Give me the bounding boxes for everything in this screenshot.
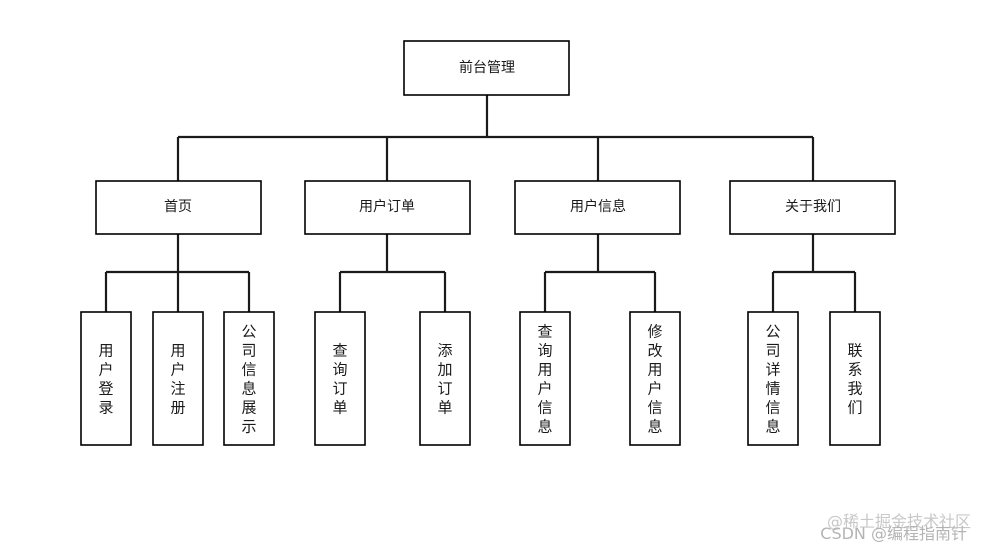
watermark-csdn: CSDN @编程指南针: [820, 524, 967, 543]
section-node-3: 关于我们: [729, 180, 896, 235]
section-node-1-label: 用户订单: [359, 198, 415, 215]
root-node: 前台管理: [403, 40, 570, 96]
leaf-node-1-0-box: [314, 311, 366, 446]
section-node-2: 用户信息: [514, 180, 681, 235]
section-node-1: 用户订单: [304, 180, 471, 235]
leaf-node-2-0: 查询用户信息: [519, 311, 571, 446]
leaf-node-0-0-box: [80, 311, 132, 446]
leaf-node-2-1: 修改用户信息: [629, 311, 681, 446]
leaf-node-1-0: 查询订单: [314, 311, 366, 446]
section-node-0: 首页: [95, 180, 262, 235]
leaf-node-0-1-label: 用户注册: [170, 342, 185, 417]
root-node-label: 前台管理: [459, 59, 515, 76]
leaf-node-1-1-label: 添加订单: [437, 342, 452, 417]
leaf-node-3-0: 公司详情信息: [747, 311, 799, 446]
leaf-node-0-2-label: 公司信息展示: [241, 323, 256, 436]
leaf-node-3-0-label: 公司详情信息: [765, 323, 780, 436]
leaf-node-0-2-box: [223, 311, 275, 446]
leaf-node-3-1-box: [829, 311, 881, 446]
leaf-node-2-1-label: 修改用户信息: [647, 323, 662, 436]
section-node-2-box: [514, 180, 681, 235]
section-node-1-box: [304, 180, 471, 235]
leaf-node-0-1: 用户注册: [152, 311, 204, 446]
leaf-node-2-0-box: [519, 311, 571, 446]
leaf-node-0-1-box: [152, 311, 204, 446]
leaf-node-1-0-label: 查询订单: [332, 342, 347, 417]
leaf-node-3-1: 联系我们: [829, 311, 881, 446]
leaf-node-1-1: 添加订单: [419, 311, 471, 446]
leaf-node-2-0-label: 查询用户信息: [537, 323, 552, 436]
leaf-node-0-0: 用户登录: [80, 311, 132, 446]
section-node-2-label: 用户信息: [570, 198, 626, 215]
leaf-node-3-1-label: 联系我们: [847, 342, 862, 417]
leaf-node-2-1-box: [629, 311, 681, 446]
leaf-node-0-0-label: 用户登录: [98, 342, 113, 417]
section-node-0-box: [95, 180, 262, 235]
section-node-3-box: [729, 180, 896, 235]
section-node-3-label: 关于我们: [785, 199, 841, 215]
leaf-node-3-0-box: [747, 311, 799, 446]
section-node-0-label: 首页: [164, 199, 192, 215]
leaf-node-0-2: 公司信息展示: [223, 311, 275, 446]
leaf-node-1-1-box: [419, 311, 471, 446]
root-node-box: [403, 40, 570, 96]
connectors: [104, 95, 857, 312]
watermark-juejin: @稀土掘金技术社区: [826, 512, 971, 531]
